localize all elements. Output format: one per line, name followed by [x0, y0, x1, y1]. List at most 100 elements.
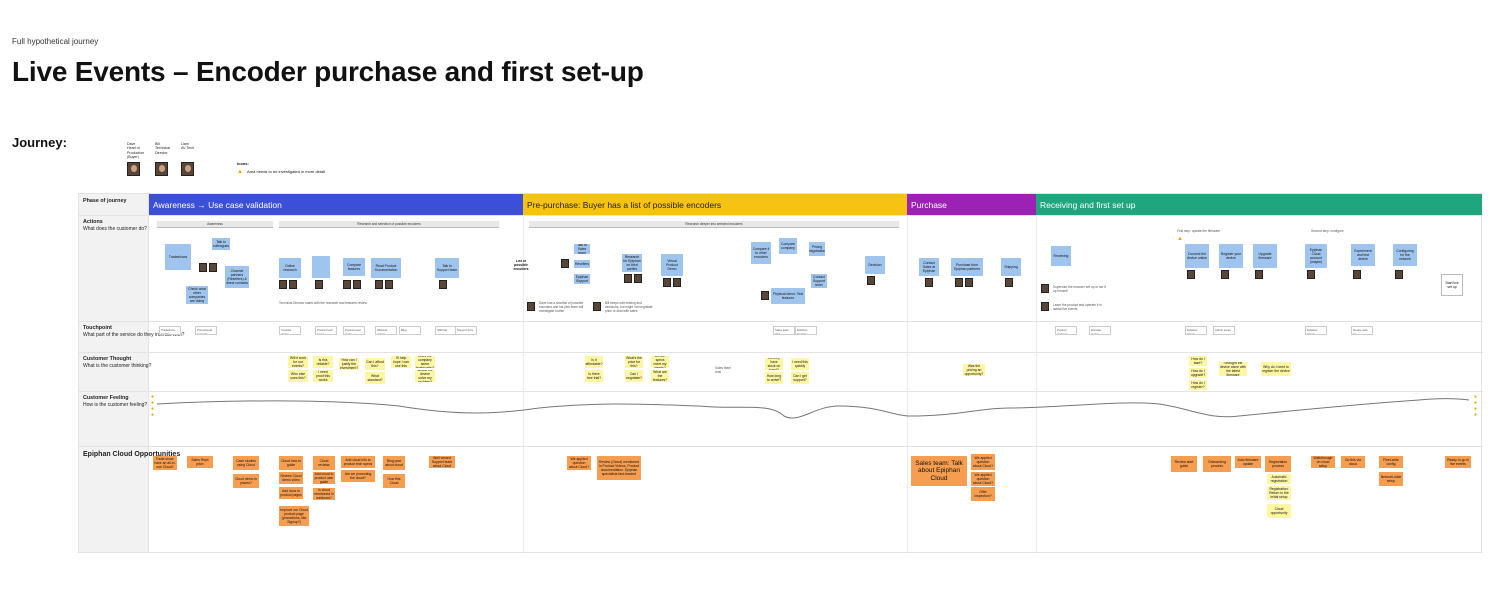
opportunity-cloud-demo[interactable]: Cloud demo in places? — [233, 474, 259, 488]
thought-sticky[interactable]: Can I afford this? — [365, 358, 385, 370]
sticky-reviews[interactable]: Research for Epiphan on third parties — [622, 254, 642, 272]
thought-sticky[interactable]: Do the specs meet my needs? — [651, 356, 669, 368]
opportunity-offer-inspection[interactable]: Offer inspection? — [971, 487, 995, 501]
thought-sticky[interactable]: Automatic registration — [1267, 474, 1291, 484]
opportunity-sticky[interactable]: Improve our Cloud product page (promotio… — [279, 506, 309, 526]
thought-sticky[interactable]: Cloud opportunity — [1267, 504, 1291, 518]
sticky-connect-device[interactable]: Connect the device online — [1185, 244, 1209, 268]
opportunity-sticky[interactable]: Sales Reps pitch — [187, 456, 213, 468]
sticky-cloud-account[interactable]: Epiphan Cloud account (maybe) — [1305, 244, 1327, 268]
phase-receiving[interactable]: Receiving and first set up — [1036, 194, 1482, 215]
thought-sticky[interactable]: I'll help hope I can use this — [391, 356, 411, 368]
thought-sticky[interactable]: How do I start? — [1189, 356, 1207, 366]
opportunity-sticky[interactable]: Well versed Support team about Cloud — [429, 456, 455, 468]
thought-sticky[interactable]: Is this reliable? — [313, 356, 333, 368]
opportunity-sticky[interactable]: We applied question about Cloud? — [567, 456, 591, 470]
sticky-pricing[interactable]: Pricing negotiation — [809, 242, 825, 256]
sticky-physical-demo[interactable]: Physical demo: Test features — [771, 288, 805, 304]
thought-sticky[interactable]: What's the price for this? — [625, 356, 643, 368]
touchpoint-box: Device web UI — [1351, 326, 1373, 335]
opportunity-review-start[interactable]: Review start guide — [1171, 456, 1197, 472]
opportunity-sticky[interactable]: Review (Cloud) mentioned in Product Vide… — [597, 456, 641, 480]
thought-sticky[interactable]: Can I negotiate? — [625, 370, 643, 382]
opportunity-sticky[interactable]: We applied question about Cloud? — [971, 454, 995, 470]
opportunity-sticky[interactable]: Fleet-wide config — [1379, 456, 1403, 468]
phase-pre-purchase[interactable]: Pre-purchase: Buyer has a list of possib… — [523, 194, 907, 215]
opportunity-sticky[interactable]: Auto firmware update — [1235, 456, 1261, 468]
sticky-contact-sales[interactable]: Contact Sales at Epiphan — [919, 258, 939, 276]
opportunity-sticky[interactable]: Add cloud info to product tech specs — [341, 456, 375, 468]
persona-name: Dave Head of Production (Buyer) — [127, 142, 145, 160]
opportunity-how-to-guide[interactable]: Cloud how to guide — [279, 456, 303, 470]
icons-key-warning: Area needs to be investigated in more de… — [246, 169, 326, 174]
sticky-upgrade-firmware[interactable]: Upgrade firmware — [1253, 244, 1277, 268]
sticky-contact-support[interactable]: Contact Support team — [811, 274, 827, 288]
sticky-compare-features[interactable]: Compare features — [343, 258, 365, 276]
opportunity-cloud-reviews[interactable]: Cloud reviews — [313, 456, 335, 470]
opportunity-registration[interactable]: Registration process — [1265, 456, 1291, 472]
thought-sticky[interactable]: I need this quickly — [791, 358, 809, 370]
opportunity-case-studies[interactable]: Case studies using Cloud — [233, 456, 259, 470]
thought-sticky[interactable]: What are the features? — [651, 370, 669, 382]
phase-awareness[interactable]: Awareness → Use case validation — [149, 194, 523, 215]
sticky-receiving[interactable]: Receiving — [1051, 246, 1071, 266]
sticky-talk-support[interactable]: Talk to Support team — [435, 258, 459, 278]
thought-sticky[interactable]: How long to arrive? — [765, 372, 783, 384]
phase-purchase[interactable]: Purchase — [907, 194, 1036, 215]
thought-sticky[interactable]: I thought the device came with the lates… — [1219, 362, 1247, 376]
thought-sticky[interactable]: Does the company seem trustworthy? — [415, 356, 435, 368]
thought-sticky[interactable]: Will it work for our events? — [288, 356, 308, 368]
thought-sticky[interactable]: Registration: Return to the initial setu… — [1267, 486, 1291, 500]
opportunity-sales-team[interactable]: Sales team: Talk about Epiphan Cloud — [911, 456, 967, 486]
opportunity-how-cloud[interactable]: How this Cloud — [383, 474, 405, 488]
opportunity-sticky[interactable]: Add cloud to product user guide — [313, 472, 335, 484]
thought-sticky[interactable]: How do I upgrade? — [1189, 368, 1207, 378]
thought-sticky[interactable]: What standard? — [365, 372, 385, 384]
opportunity-sticky[interactable]: Ready to go in live events — [1445, 456, 1471, 468]
sticky-read-docs[interactable]: Read Product Documentation — [371, 258, 401, 278]
sticky-talk-colleagues[interactable]: Talk to colleagues — [212, 238, 230, 250]
opportunity-sticky[interactable]: Do this via cloud — [1341, 456, 1365, 468]
opportunity-blog-post[interactable]: Blog post about cloud — [383, 456, 405, 470]
sticky-talk-sales[interactable]: Talk to Sales team — [574, 244, 590, 254]
sticky-shipping[interactable]: Shipping — [1001, 258, 1021, 276]
sticky-check-companies[interactable]: Check what other companies are doing — [186, 286, 208, 304]
sticky-compare-company[interactable]: Compare company — [779, 238, 797, 254]
opportunity-sticky[interactable]: Walkthrough on cloud setup — [1311, 456, 1335, 468]
opportunity-sticky[interactable]: Review Cloud demo video — [279, 472, 303, 484]
opportunity-sticky[interactable]: Network-wide setup — [1379, 472, 1403, 486]
sticky-tradeshows[interactable]: Tradeshows — [165, 244, 191, 270]
thought-sticky[interactable]: Can I get support? — [791, 372, 809, 384]
sticky-online-research[interactable]: Online research — [279, 258, 301, 278]
thought-sticky[interactable]: I need proof this works — [313, 370, 333, 382]
sticky-research-small[interactable] — [312, 256, 330, 278]
sticky-resellers[interactable]: Resellers — [574, 260, 590, 268]
sticky-epiphan-support[interactable]: Epiphan Support — [574, 274, 590, 284]
sticky-final[interactable]: Start live set up — [1441, 274, 1463, 296]
thought-sticky[interactable]: How can I justify the investment? — [339, 358, 359, 370]
opportunity-sticky[interactable]: We applied question about Cloud? — [971, 472, 995, 486]
thought-sticky[interactable]: How do I register? — [1189, 380, 1207, 390]
sticky-compare-other[interactable]: Compare it to other encoders — [751, 242, 771, 264]
opportunity-sticky[interactable]: Add docs to product pages — [279, 487, 303, 499]
thought-sticky[interactable]: Is it affordable? — [585, 356, 603, 368]
sticky-experiment[interactable]: Experiment and test device — [1351, 244, 1375, 266]
sticky-virtual-demo[interactable]: Virtual Product Demo — [661, 254, 683, 276]
sticky-configure-network[interactable]: Configuring for the network — [1393, 244, 1417, 266]
thought-sticky[interactable]: Why do I need to register the device — [1261, 362, 1291, 376]
sub-bar-awareness: Awareness — [157, 221, 273, 228]
opportunity-sticky[interactable]: Are we promoting the cloud? — [341, 470, 375, 482]
sticky-decision[interactable]: Decision — [865, 256, 885, 274]
thought-sticky[interactable]: Was the pricing an opportunity? — [963, 364, 985, 376]
sticky-register-device[interactable]: Register your device — [1219, 244, 1243, 268]
thought-sticky[interactable]: Would the device solve my problem? — [415, 370, 435, 382]
opportunity-onboarding[interactable]: Onboarding process — [1203, 456, 1231, 472]
opportunity-sticky[interactable]: Trade show: have an all-in-one Cloud? — [153, 456, 177, 470]
thought-sticky[interactable]: Do they have stock on hand? — [765, 358, 783, 370]
sticky-purchase-partners[interactable]: Purchase from Epiphan partners — [951, 258, 983, 276]
thought-sticky[interactable]: Is there free trial? — [585, 370, 603, 382]
sticky-channel-partners[interactable]: Channel partners (Resellers) & direct co… — [225, 266, 249, 288]
thought-sticky[interactable]: Who else uses this? — [288, 370, 308, 382]
sticky-list-encoders[interactable]: List of possible encoders — [513, 260, 529, 270]
opportunity-sticky[interactable]: Is cloud mentioned in webinars? — [313, 488, 335, 500]
